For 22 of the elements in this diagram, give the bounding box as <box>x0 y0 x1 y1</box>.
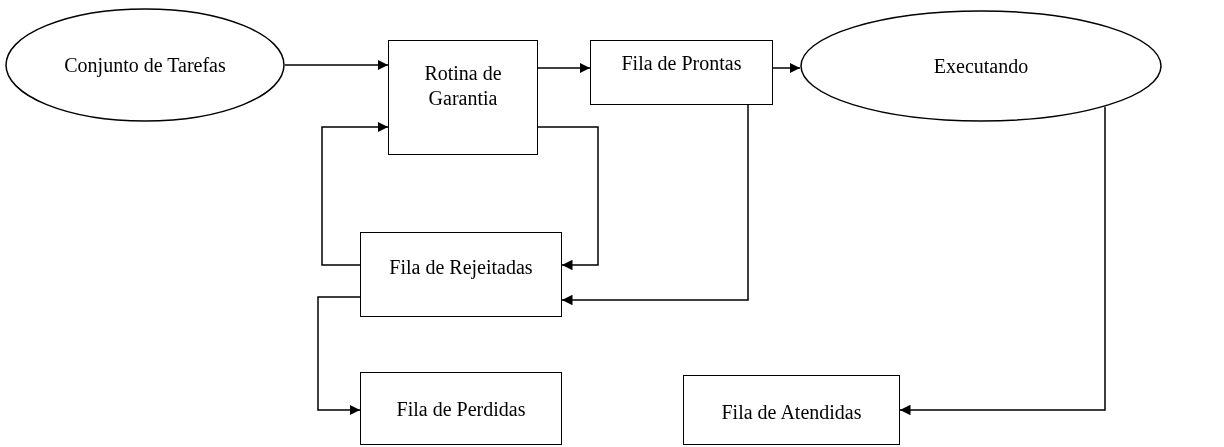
arrow <box>772 62 801 74</box>
process-box <box>360 372 562 445</box>
arrow <box>317 296 361 416</box>
arrow <box>537 126 599 271</box>
arrow <box>284 59 389 71</box>
process-box <box>590 40 773 105</box>
process-box <box>683 375 900 445</box>
node-label: Conjunto de Tarefas <box>64 52 226 78</box>
node-label: Rotina de Garantia <box>423 61 503 111</box>
node-label: Executando <box>933 53 1029 79</box>
arrow <box>899 106 1106 416</box>
arrow <box>321 121 389 266</box>
process-box <box>360 232 562 317</box>
node-label: Fila de Perdidas <box>396 397 526 422</box>
node-label: Fila de Atendidas <box>721 400 862 425</box>
process-ellipse <box>5 8 285 122</box>
node-label: Fila de Rejeitadas <box>389 255 533 280</box>
node-label: Fila de Prontas <box>621 51 742 76</box>
process-box <box>388 40 538 155</box>
arrow <box>561 104 749 306</box>
process-ellipse <box>800 10 1162 122</box>
arrow <box>537 62 591 74</box>
